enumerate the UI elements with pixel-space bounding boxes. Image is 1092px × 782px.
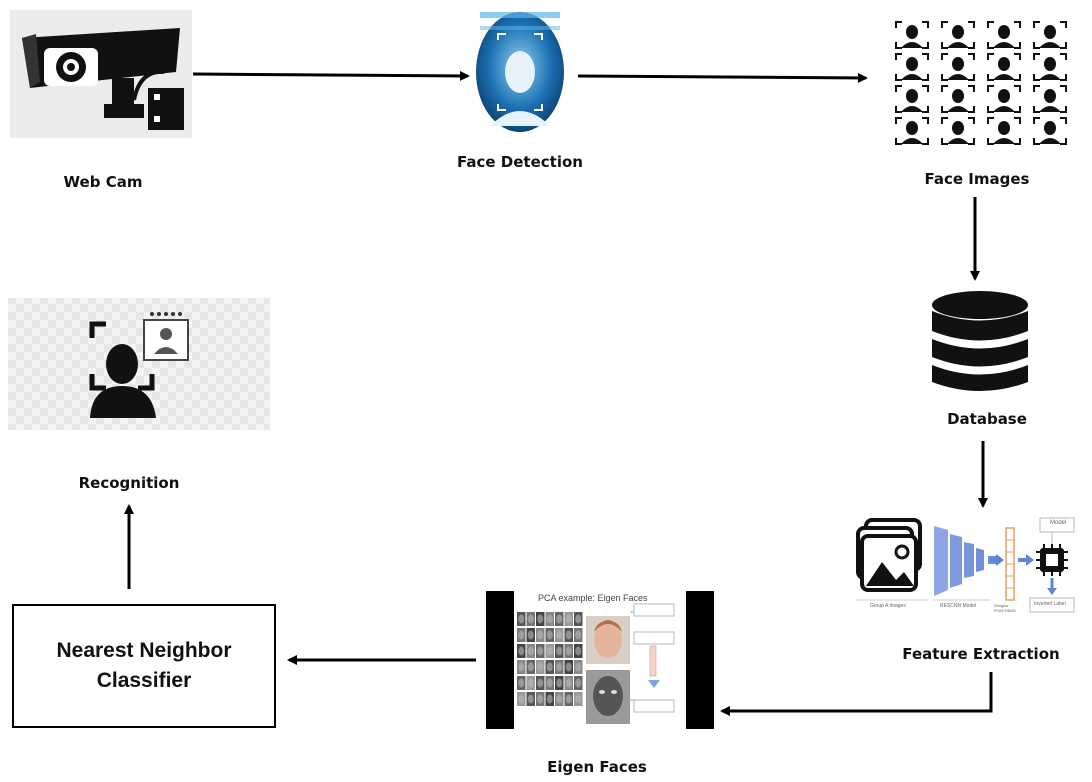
eigenface-shape	[565, 630, 572, 640]
face-thumbnail-icon	[895, 53, 929, 81]
sublabel-model: RESCNN Model	[940, 603, 977, 609]
eigenface-shape	[518, 694, 525, 704]
face-thumbnail-icon	[1033, 53, 1067, 81]
eigenface-shape	[518, 630, 525, 640]
face-thumbnail-icon	[941, 117, 975, 145]
label-feature-extraction: Feature Extraction	[902, 645, 1060, 663]
eigenface-shape	[565, 646, 572, 656]
sublabel-images: Group A Images	[870, 603, 906, 609]
eigenface-shape	[565, 662, 572, 672]
classifier-label-line1: Nearest Neighbor	[56, 639, 232, 662]
face-thumbnail-icon	[941, 21, 975, 49]
label-face-detection: Face Detection	[457, 153, 583, 171]
slide-title: PCA example: Eigen Faces	[538, 593, 648, 603]
arrow-webcam-to-detection	[192, 70, 470, 81]
eigenface-shape	[556, 614, 563, 624]
eigenface-shape	[575, 662, 582, 672]
face-thumbnail-icon	[987, 53, 1021, 81]
eigenface-shape	[556, 678, 563, 688]
security-camera-icon	[10, 10, 192, 138]
eigenface-shape	[518, 614, 525, 624]
face-thumbnail-icon	[895, 21, 929, 49]
sublabel-model-box: Model	[1050, 520, 1067, 526]
eigenface-shape	[546, 614, 553, 624]
cnn-pipeline-icon	[856, 517, 1075, 613]
label-webcam: Web Cam	[63, 173, 143, 191]
eigenface-shape	[565, 678, 572, 688]
eigenface-shape	[575, 646, 582, 656]
arrow-detection-to-images	[577, 72, 868, 83]
eigenface-shape	[546, 694, 553, 704]
face-thumbnail-icon	[895, 85, 929, 113]
eigenface-shape	[546, 678, 553, 688]
label-face-images: Face Images	[924, 170, 1030, 188]
face-thumbnail-icon	[987, 21, 1021, 49]
eigenface-shape	[556, 630, 563, 640]
eigenface-shape	[518, 662, 525, 672]
label-recognition: Recognition	[78, 474, 180, 492]
eigenface-shape	[575, 694, 582, 704]
face-thumbnail-icon	[1033, 85, 1067, 113]
sublabel-weights: Weights RTA5 RBD5	[994, 603, 1016, 613]
database-icon	[932, 291, 1028, 391]
eigenface-shape	[537, 630, 544, 640]
eigenface-shape	[537, 662, 544, 672]
arrow-features-to-eigen	[720, 672, 993, 716]
eigenface-shape	[556, 694, 563, 704]
label-eigen-faces: Eigen Faces	[547, 758, 647, 776]
eigenface-shape	[537, 694, 544, 704]
face-thumbnail-icon	[941, 85, 975, 113]
eigenface-shape	[565, 694, 572, 704]
face-thumbnail-icon	[941, 53, 975, 81]
eigenface-shape	[575, 678, 582, 688]
face-thumbnail-icon	[895, 117, 929, 145]
eigenface-shape	[527, 662, 534, 672]
face-recognition-icon	[8, 298, 270, 430]
eigenface-shape	[565, 614, 572, 624]
face-scan-icon	[476, 12, 564, 132]
eigenface-shape	[575, 614, 582, 624]
classifier-label-line2: Classifier	[96, 669, 192, 692]
face-thumbnail-icon	[987, 117, 1021, 145]
eigenface-shape	[546, 630, 553, 640]
eigenface-shape	[556, 662, 563, 672]
face-grid-icon	[895, 21, 1067, 145]
face-thumbnail-icon	[1033, 21, 1067, 49]
eigenface-shape	[527, 646, 534, 656]
eigenface-shape	[527, 614, 534, 624]
eigenface-shape	[537, 614, 544, 624]
eigenface-shape	[537, 678, 544, 688]
eigen-faces-slide	[486, 591, 714, 729]
label-database: Database	[947, 410, 1027, 428]
eigenface-shape	[518, 678, 525, 688]
eigenface-shape	[527, 678, 534, 688]
eigenface-shape	[518, 646, 525, 656]
face-thumbnail-icon	[987, 85, 1021, 113]
eigenface-shape	[527, 694, 534, 704]
face-thumbnail-icon	[1033, 117, 1067, 145]
eigenface-shape	[527, 630, 534, 640]
eigenface-shape	[546, 662, 553, 672]
eigenface-shape	[575, 630, 582, 640]
eigenface-shape	[537, 646, 544, 656]
eigenface-shape	[556, 646, 563, 656]
sublabel-output: Inverted Label	[1034, 601, 1066, 607]
eigenface-shape	[546, 646, 553, 656]
nearest-neighbor-classifier-box: Nearest Neighbor Classifier	[12, 604, 276, 728]
